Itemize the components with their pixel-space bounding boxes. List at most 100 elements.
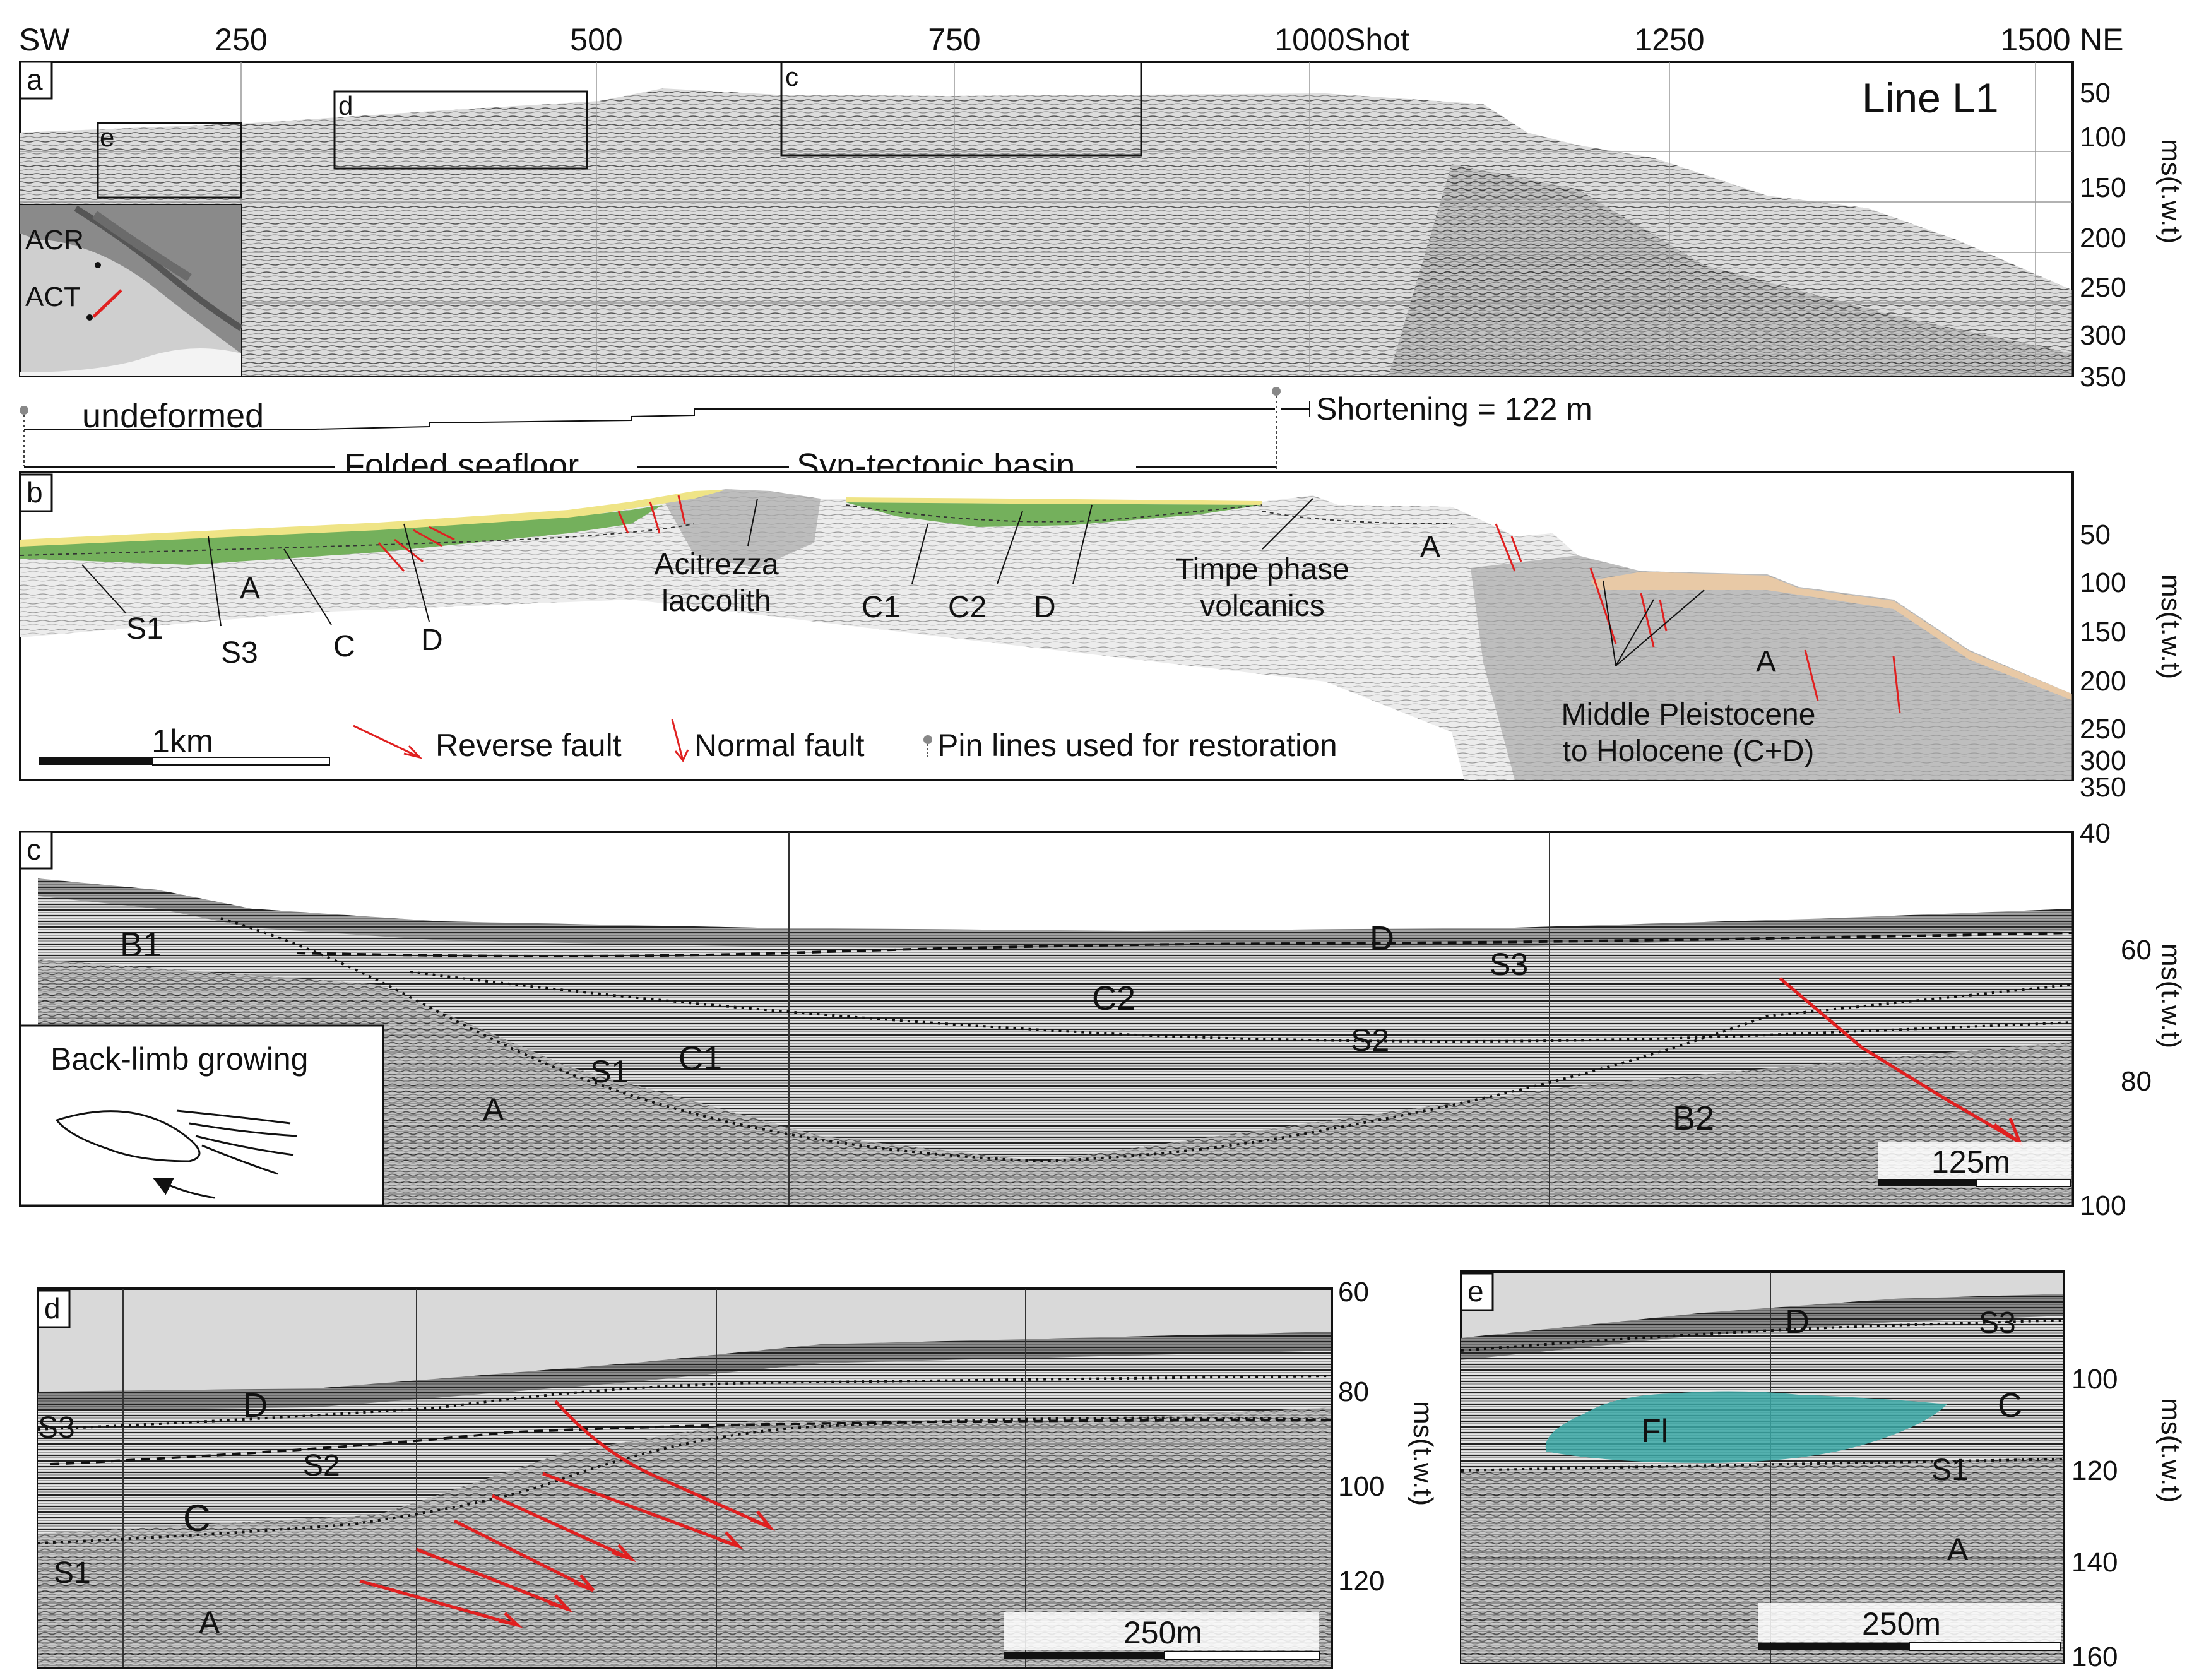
panel-a-box-c [780, 61, 1142, 157]
inset-acr-label: ACR [25, 225, 84, 256]
panel-b-unit-a-dark [1471, 555, 2073, 780]
panel-b-label-d-basin: D [1034, 591, 1056, 624]
panel-d-y-tick: 80 [1338, 1376, 1369, 1407]
panel-c-label-s2: S2 [1351, 1022, 1389, 1058]
panel-c-y-tick: 80 [2121, 1066, 2152, 1097]
panel-c-label-b2: B2 [1673, 1099, 1714, 1137]
panel-b-label-s1: S1 [126, 612, 163, 646]
panel-c-y-tick: 40 [2080, 818, 2111, 849]
panel-b-y-tick: 150 [2080, 617, 2126, 648]
panel-b-faults [377, 495, 1901, 714]
pin-icon [923, 735, 932, 757]
panel-c-label-d: D [1370, 920, 1394, 957]
panel-b-label-laccolith: laccolith [661, 584, 771, 618]
panel-c-horizons [220, 917, 2073, 1163]
panel-d-horizons [37, 1375, 1332, 1544]
panel-d-lower-unit [38, 1407, 1332, 1667]
panel-b-scale-bar: 1km [39, 723, 330, 766]
panel-b-unit-tan [1591, 572, 2073, 701]
panel-d-label-s3: S3 [38, 1411, 75, 1445]
panel-a-title: Line L1 [1862, 74, 1999, 121]
panel-c-inset-title: Back-limb growing [50, 1041, 308, 1077]
panel-d-faults [359, 1400, 775, 1628]
panel-e-label-d: D [1785, 1303, 1810, 1340]
panel-e-y-tick: 100 [2071, 1364, 2118, 1395]
panel-c-lower-unit [38, 959, 2073, 1205]
panel-a-y-tick: 100 [2080, 122, 2126, 153]
panel-d-label-s1: S1 [54, 1556, 91, 1590]
panel-c-y-label: ms(t.w.t) [2155, 944, 2186, 1048]
shot-tick-1250: 1250 [1634, 22, 1704, 57]
panel-b-label-c2: C2 [948, 591, 987, 624]
inset-track-line [92, 289, 122, 318]
panel-b-unit-green-west [20, 505, 663, 565]
panel-a-y-tick: 150 [2080, 172, 2126, 203]
panel-e-seismic-zoom: D S3 C Fl S1 A 250m e 100 120 140 160 ms… [1460, 1270, 2186, 1672]
panel-e-scale-bar: 250m [1758, 1603, 2061, 1651]
panel-d-y-tick: 100 [1338, 1471, 1384, 1502]
panel-c-label-s1: S1 [590, 1054, 629, 1089]
back-limb-growing-inset: Back-limb growing [19, 1024, 384, 1207]
panel-e-y-tick: 120 [2071, 1455, 2118, 1486]
panel-a-y-tick: 350 [2080, 362, 2126, 393]
panel-a-seismic-line: e d c ACR ACT a Line L1 50 100 150 200 2… [19, 61, 2186, 393]
panel-e-label-s1: S1 [1931, 1453, 1969, 1487]
shot-axis-unit: Shot [1344, 22, 1409, 57]
back-limb-sketch [55, 1109, 297, 1199]
panel-c-seismic-zoom: B1 D S3 C2 S2 S1 C1 A B2 Back-limb growi… [19, 818, 2186, 1221]
shot-tick-1000: 1000 [1274, 22, 1344, 57]
panel-c-label-c2: C2 [1092, 979, 1135, 1017]
panel-a-y-tick: 50 [2080, 78, 2111, 109]
panel-b-volcanic-core [663, 489, 821, 568]
panel-b-label-s3: S3 [221, 636, 258, 670]
panel-e-label-a: A [1947, 1532, 1969, 1567]
panel-b-label-c: C [333, 630, 355, 663]
inset-acr-point [95, 262, 101, 268]
panel-c-scale-bar: 125m [1878, 1142, 2071, 1187]
panel-b-label-timpe: Timpe phase [1175, 553, 1349, 586]
panel-b-label-a-east: A [1420, 530, 1440, 564]
shortening-label: Shortening = 122 m [1316, 391, 1592, 427]
panel-b-leaders [81, 498, 1705, 666]
panel-d-y-label: ms(t.w.t) [1408, 1401, 1438, 1506]
panel-e-y-tick: 140 [2071, 1547, 2118, 1578]
panel-e-horizons [1461, 1319, 2065, 1472]
panel-a-grid [20, 62, 2073, 376]
panel-a-box-e [97, 122, 242, 199]
panel-a-y-tick: 300 [2080, 320, 2126, 351]
panel-d-y-tick: 60 [1338, 1277, 1369, 1308]
panel-b-y-tick: 50 [2080, 519, 2111, 550]
panel-b-label-a-slope: A [1756, 645, 1776, 678]
pin-icon [20, 406, 28, 466]
panel-b-y-tick: 250 [2080, 714, 2126, 745]
panel-e-y-axis: 100 120 140 160 ms(t.w.t) [2063, 1272, 2186, 1672]
panel-b-horizons [20, 504, 1452, 556]
axis-ne-label: NE [2080, 22, 2123, 57]
panel-e-letter: e [1467, 1275, 1484, 1308]
panel-a-letter: a [27, 63, 43, 96]
panel-b-y-tick: 200 [2080, 666, 2126, 697]
panel-a-box-c-label: c [785, 62, 798, 92]
panel-a-y-tick: 200 [2080, 223, 2126, 254]
panel-b-y-label: ms(t.w.t) [2155, 574, 2186, 679]
panel-c-y-axis: 40 60 80 100 ms(t.w.t) [2071, 818, 2186, 1221]
panel-c-label-a: A [483, 1092, 504, 1127]
panel-b-y-tick: 300 [2080, 745, 2126, 776]
panel-d-label-s2: S2 [303, 1449, 340, 1482]
panel-c-grid [788, 832, 1550, 1205]
panel-b-label-a-west: A [240, 572, 260, 605]
panel-c-label-c1: C1 [679, 1039, 722, 1077]
panel-d-y-tick: 120 [1338, 1566, 1384, 1597]
panel-a-y-tick: 250 [2080, 272, 2126, 303]
panel-c-scale-label: 125m [1931, 1144, 2010, 1180]
panel-c-label-b1: B1 [120, 926, 162, 964]
panel-b-legend: Reverse fault Normal fault Pin lines use… [353, 719, 1337, 763]
panel-b-unit-yellow [20, 490, 726, 548]
panel-e-label-fl: Fl [1641, 1413, 1668, 1450]
panel-a-y-axis: 50 100 150 200 250 300 350 ms(t.w.t) [2071, 62, 2186, 393]
panel-c-label-s3: S3 [1490, 947, 1528, 982]
panel-b-y-axis: 50 100 150 200 250 300 350 ms(t.w.t) [2071, 472, 2186, 803]
panel-b-label-volcanics: volcanics [1200, 589, 1324, 623]
shot-tick-500: 500 [570, 22, 622, 57]
